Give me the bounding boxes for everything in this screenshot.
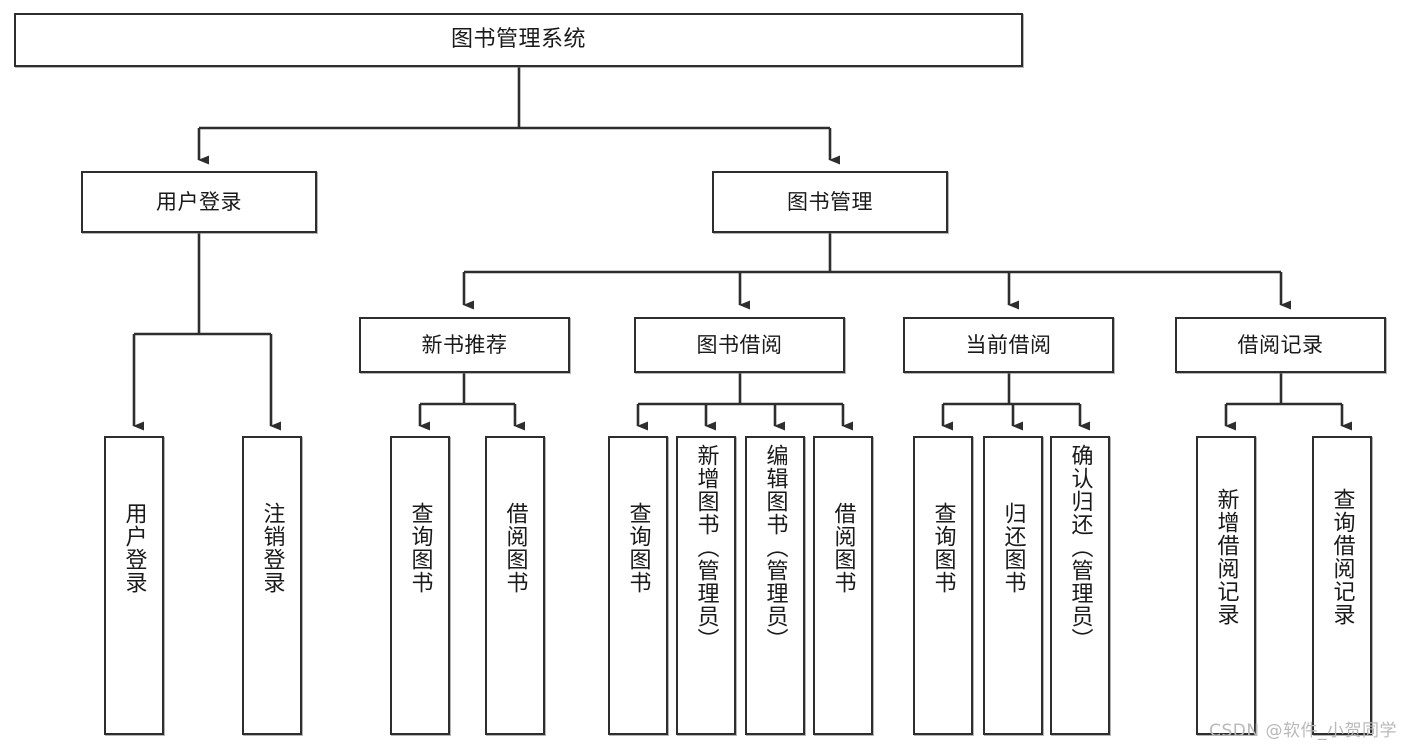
node-leaf-return-book-label: 归还图书 — [1000, 502, 1026, 594]
node-book-borrow[interactable]: 图书借阅 — [634, 317, 845, 373]
node-leaf-query-borrow-record-label: 查询借阅记录 — [1329, 488, 1355, 626]
node-user-login[interactable]: 用户登录 — [81, 171, 317, 233]
node-book-borrow-label: 图书借阅 — [696, 332, 783, 357]
node-leaf-query-book-3-label: 查询图书 — [930, 502, 956, 594]
node-book-management-label: 图书管理 — [787, 189, 873, 214]
node-borrow-records[interactable]: 借阅记录 — [1175, 317, 1386, 373]
node-leaf-query-book-1[interactable]: 查询图书 — [390, 436, 450, 735]
node-root[interactable]: 图书管理系统 — [14, 13, 1023, 67]
node-leaf-borrow-book-2-label: 借阅图书 — [830, 502, 856, 594]
node-leaf-confirm-return-admin-label: 确认归还（管理员） — [1067, 444, 1093, 651]
node-leaf-borrow-book-2[interactable]: 借阅图书 — [813, 436, 873, 735]
node-borrow-records-label: 借阅记录 — [1237, 332, 1324, 357]
node-current-borrow[interactable]: 当前借阅 — [903, 317, 1114, 373]
node-leaf-return-book[interactable]: 归还图书 — [983, 436, 1043, 735]
node-leaf-query-book-2-label: 查询图书 — [625, 502, 651, 594]
node-leaf-add-borrow-record[interactable]: 新增借阅记录 — [1196, 436, 1256, 735]
node-leaf-edit-book-admin[interactable]: 编辑图书（管理员） — [745, 436, 805, 735]
node-leaf-borrow-book-1[interactable]: 借阅图书 — [485, 436, 545, 735]
node-leaf-user-login-label: 用户登录 — [121, 502, 147, 594]
node-book-management[interactable]: 图书管理 — [712, 171, 948, 233]
node-leaf-query-borrow-record[interactable]: 查询借阅记录 — [1312, 436, 1372, 735]
node-leaf-query-book-2[interactable]: 查询图书 — [608, 436, 668, 735]
node-new-book-recommend[interactable]: 新书推荐 — [359, 317, 570, 373]
node-root-label: 图书管理系统 — [450, 27, 586, 53]
node-leaf-add-book-admin-label: 新增图书（管理员） — [693, 444, 719, 651]
node-new-book-recommend-label: 新书推荐 — [421, 332, 508, 357]
node-leaf-logout[interactable]: 注销登录 — [242, 436, 302, 735]
node-leaf-add-book-admin[interactable]: 新增图书（管理员） — [676, 436, 736, 735]
csdn-watermark: CSDN @软件_小贺同学 — [1209, 721, 1397, 741]
node-user-login-label: 用户登录 — [156, 189, 242, 214]
node-current-borrow-label: 当前借阅 — [965, 332, 1052, 357]
node-leaf-borrow-book-1-label: 借阅图书 — [502, 502, 528, 594]
node-leaf-user-login[interactable]: 用户登录 — [104, 436, 164, 735]
node-leaf-confirm-return-admin[interactable]: 确认归还（管理员） — [1050, 436, 1110, 735]
node-leaf-edit-book-admin-label: 编辑图书（管理员） — [762, 444, 788, 651]
node-leaf-query-book-1-label: 查询图书 — [407, 502, 433, 594]
node-leaf-query-book-3[interactable]: 查询图书 — [913, 436, 973, 735]
node-leaf-add-borrow-record-label: 新增借阅记录 — [1213, 488, 1239, 626]
node-leaf-logout-label: 注销登录 — [259, 502, 285, 594]
